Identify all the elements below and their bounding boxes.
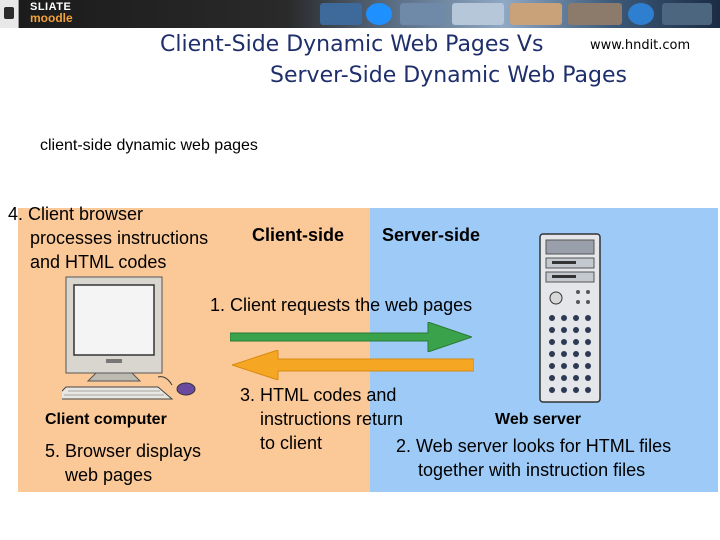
banner-image-tile	[662, 3, 712, 25]
step-5-line-1: 5. Browser displays	[45, 441, 202, 461]
step-4-text: 4. Client browser processes instructions…	[8, 202, 208, 274]
step-3-line-1: 3. HTML codes and	[240, 385, 397, 405]
step-2-text: 2. Web server looks for HTML files toget…	[396, 434, 671, 482]
step-4-line-1: 4. Client browser	[8, 204, 144, 224]
step-3-line-3: to client	[260, 433, 323, 453]
banner-image-tile	[400, 3, 446, 25]
slide-title-line-2: Server-Side Dynamic Web Pages	[270, 63, 627, 88]
web-server-label: Web server	[495, 411, 581, 428]
step-4-line-2: processes instructions	[30, 228, 209, 248]
response-arrow-icon	[232, 350, 474, 380]
banner-image-tile	[510, 3, 562, 25]
step-3-line-2: instructions return	[260, 409, 404, 429]
institution-badge-icon	[0, 0, 19, 28]
step-5-text: 5. Browser displays web pages	[45, 439, 201, 487]
logo-line-2: moodle	[30, 11, 73, 25]
step-5-line-2: web pages	[65, 465, 153, 485]
step-4-line-3: and HTML codes	[30, 252, 167, 272]
web-server-icon	[539, 233, 601, 403]
client-computer-label: Client computer	[45, 411, 167, 428]
site-url: www.hndit.com	[590, 38, 691, 53]
step-2-line-1: 2. Web server looks for HTML files	[396, 436, 672, 456]
step-1-text: 1. Client requests the web pages	[210, 295, 473, 315]
client-computer-icon	[62, 276, 196, 400]
banner-image-tile	[320, 3, 362, 25]
client-side-label: Client-side	[252, 225, 345, 245]
server-side-label: Server-side	[382, 225, 481, 245]
slide-subtitle: client-side dynamic web pages	[40, 137, 258, 154]
logo-line-1: SLIATE	[30, 1, 72, 13]
step-2-line-2: together with instruction files	[418, 460, 646, 480]
banner-image-tile	[452, 3, 504, 25]
slide-title-line-1: Client-Side Dynamic Web Pages Vs	[160, 32, 544, 57]
globe-icon	[366, 3, 392, 25]
step-3-text: 3. HTML codes and instructions return to…	[240, 383, 403, 455]
globe-icon	[628, 3, 654, 25]
banner-image-tile	[568, 3, 622, 25]
request-arrow-icon	[230, 322, 472, 352]
sliate-moodle-logo[interactable]: SLIATE moodle	[30, 1, 73, 25]
